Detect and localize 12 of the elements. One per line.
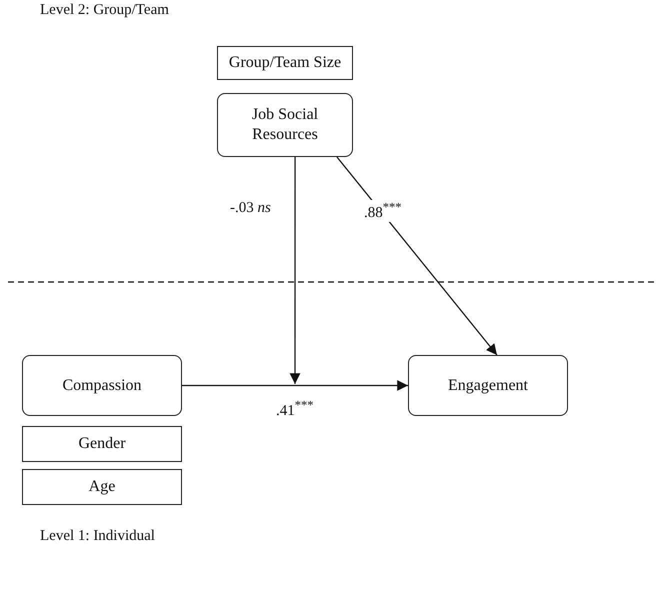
level-label: Level 2: Group/Team [40, 2, 169, 19]
variable-box: Engagement [408, 355, 568, 416]
arrow [336, 156, 498, 356]
level-label: Level 1: Individual [40, 528, 155, 545]
edge-label: .88$^{***}$ [362, 200, 404, 222]
control-variable-box: Gender [22, 426, 182, 462]
variable-box: Job Social Resources [217, 93, 353, 157]
arrow [182, 380, 408, 391]
arrow [290, 157, 300, 384]
variable-box: Compassion [22, 355, 182, 416]
control-variable-box: Group/Team Size [217, 46, 353, 80]
control-variable-box: Age [22, 469, 182, 505]
